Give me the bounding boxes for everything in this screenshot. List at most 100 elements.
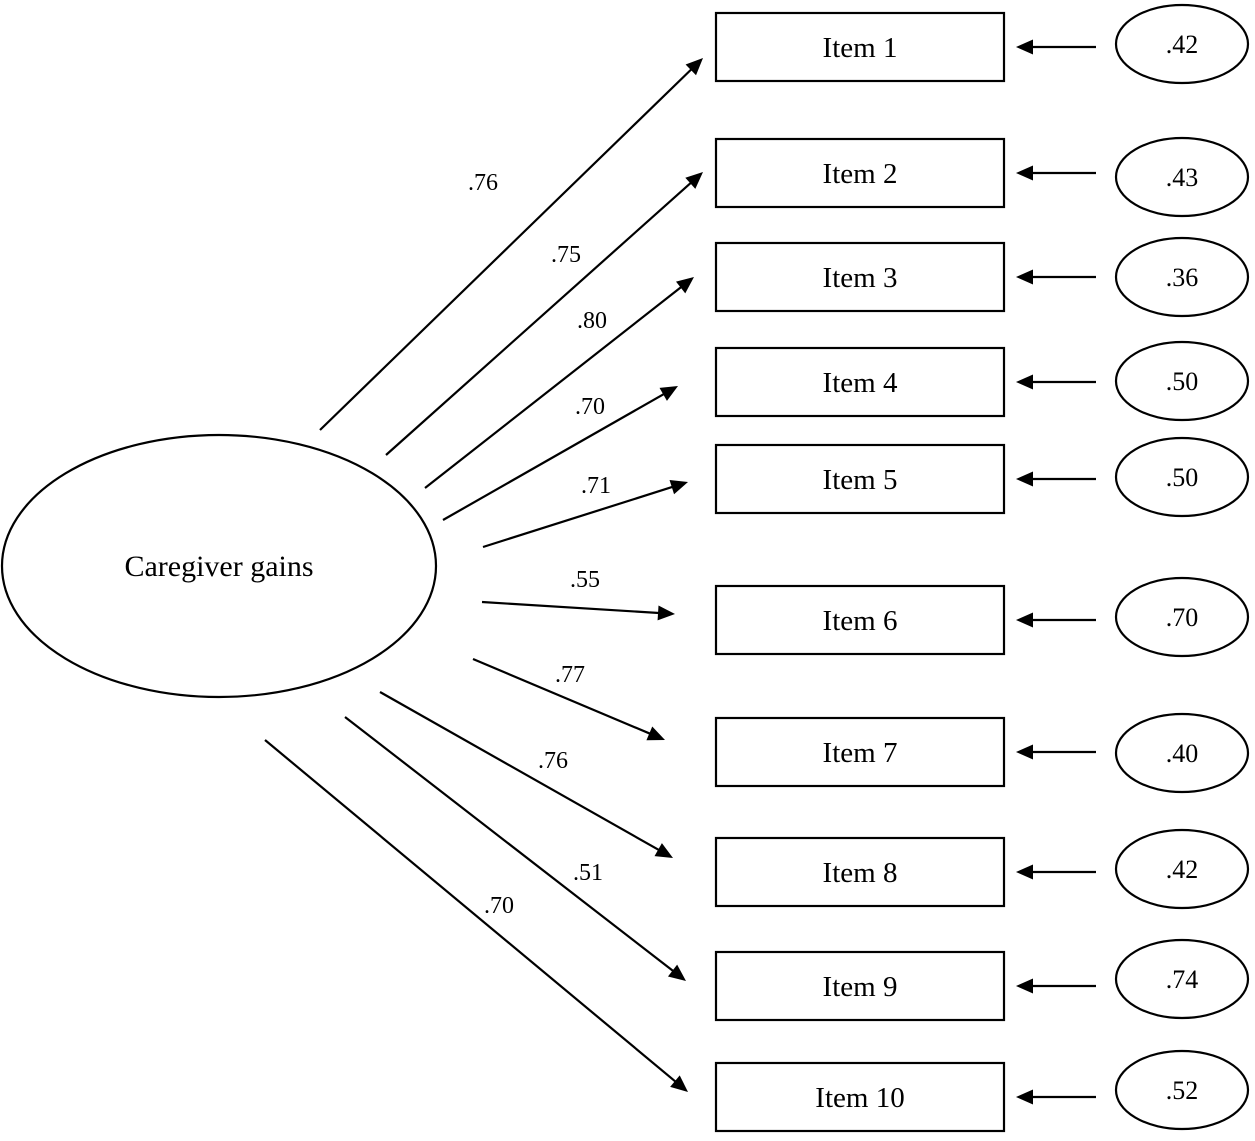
arrowhead-icon	[1016, 471, 1033, 487]
latent-factor: Caregiver gains	[0, 433, 438, 699]
loading-path-item-4: .70	[442, 386, 678, 521]
error-value: .50	[1166, 463, 1199, 492]
item-3: Item 3	[714, 241, 1006, 313]
item-label: Item 6	[823, 605, 898, 637]
loading-value: .55	[570, 567, 600, 593]
error-ellipse	[1114, 576, 1250, 658]
error-ellipse	[1114, 236, 1250, 318]
arrowhead-icon	[685, 172, 703, 189]
error-term-item-7: .40	[1016, 712, 1250, 794]
arrowhead-icon	[659, 386, 678, 401]
loading-value: .70	[484, 893, 514, 919]
item-box	[714, 11, 1006, 83]
loading-arrow-line	[264, 739, 678, 1084]
error-ellipse	[1114, 3, 1250, 85]
error-term-item-1: .42	[1016, 3, 1250, 85]
item-8: Item 8	[714, 836, 1006, 908]
loading-path-item-5: .71	[482, 473, 688, 549]
loading-path-item-7: .77	[472, 657, 665, 741]
arrowhead-icon	[1016, 39, 1033, 55]
arrowhead-icon	[1016, 269, 1033, 285]
arrowhead-icon	[1016, 978, 1033, 994]
item-box	[714, 443, 1006, 515]
loading-arrow-line	[472, 657, 653, 736]
loading-arrow-line	[481, 600, 662, 615]
item-label: Item 4	[823, 367, 898, 399]
arrowhead-icon	[669, 479, 688, 495]
error-term-item-10: .52	[1016, 1049, 1250, 1131]
item-1: Item 1	[714, 11, 1006, 83]
error-term-item-5: .50	[1016, 436, 1250, 518]
loading-arrow-line	[385, 180, 694, 456]
item-box	[714, 241, 1006, 313]
arrowhead-icon	[685, 58, 703, 76]
arrowhead-icon	[1016, 612, 1033, 628]
item-5: Item 5	[714, 443, 1006, 515]
arrowhead-icon	[654, 843, 673, 858]
item-label: Item 1	[823, 32, 898, 64]
item-box	[714, 950, 1006, 1022]
latent-label: Caregiver gains	[124, 550, 313, 583]
loading-value: .77	[555, 662, 585, 688]
loading-arrow-line	[319, 66, 694, 431]
loading-path-item-2: .75	[385, 172, 703, 456]
loading-arrow-line	[424, 284, 684, 489]
loading-path-item-3: .80	[424, 277, 694, 489]
loading-value: .76	[468, 170, 498, 196]
error-term-item-2: .43	[1016, 136, 1250, 218]
item-label: Item 7	[823, 737, 898, 769]
loading-value: .70	[575, 394, 605, 420]
item-box	[714, 584, 1006, 656]
item-box	[714, 1061, 1006, 1133]
error-value: .42	[1166, 855, 1199, 884]
item-box	[714, 346, 1006, 418]
error-term-item-9: .74	[1016, 938, 1250, 1020]
item-label: Item 2	[823, 158, 898, 190]
loading-path-item-8: .76	[379, 691, 673, 858]
error-ellipse	[1114, 938, 1250, 1020]
arrowhead-icon	[667, 964, 686, 981]
arrowhead-icon	[1016, 1089, 1033, 1105]
error-ellipse	[1114, 712, 1250, 794]
item-10: Item 10	[714, 1061, 1006, 1133]
item-9: Item 9	[714, 950, 1006, 1022]
loading-path-item-9: .51	[344, 716, 686, 981]
latent-ellipse	[0, 433, 438, 699]
loading-path-item-6: .55	[481, 567, 675, 621]
item-2: Item 2	[714, 137, 1006, 209]
loading-path-item-10: .70	[264, 739, 688, 1092]
item-box	[714, 836, 1006, 908]
item-box	[714, 137, 1006, 209]
arrowhead-icon	[1016, 374, 1033, 390]
item-7: Item 7	[714, 716, 1006, 788]
error-value: .52	[1166, 1076, 1199, 1105]
loading-value: .80	[577, 308, 607, 334]
loading-value: .51	[573, 860, 603, 886]
item-6: Item 6	[714, 584, 1006, 656]
indicator-items: Item 1 Item 2 Item 3 Item 4 Item 5 Item 6 Item…	[714, 11, 1006, 1133]
error-term-item-6: .70	[1016, 576, 1250, 658]
item-label: Item 9	[823, 971, 898, 1003]
error-term-item-8: .42	[1016, 828, 1250, 910]
arrowhead-icon	[657, 605, 675, 621]
loading-value: .71	[581, 473, 611, 499]
item-box	[714, 716, 1006, 788]
arrowhead-icon	[646, 726, 665, 741]
error-value: .43	[1166, 163, 1199, 192]
error-value: .40	[1166, 739, 1199, 768]
loading-value: .75	[551, 242, 581, 268]
error-value: .70	[1166, 603, 1199, 632]
error-ellipse	[1114, 1049, 1250, 1131]
arrowhead-icon	[675, 277, 694, 294]
item-label: Item 5	[823, 464, 898, 496]
error-term-item-3: .36	[1016, 236, 1250, 318]
arrowhead-icon	[1016, 165, 1033, 181]
error-ellipse	[1114, 136, 1250, 218]
error-value: .50	[1166, 367, 1199, 396]
factor-loadings: .76.75.80.70.71.55.77.76.51.70	[264, 58, 703, 1092]
error-ellipse	[1114, 436, 1250, 518]
error-ellipse	[1114, 340, 1250, 422]
error-terms: .42 .43 .36 .50 .50 .70 .40 .42 .74 .52	[1016, 3, 1250, 1131]
error-value: .36	[1166, 263, 1199, 292]
